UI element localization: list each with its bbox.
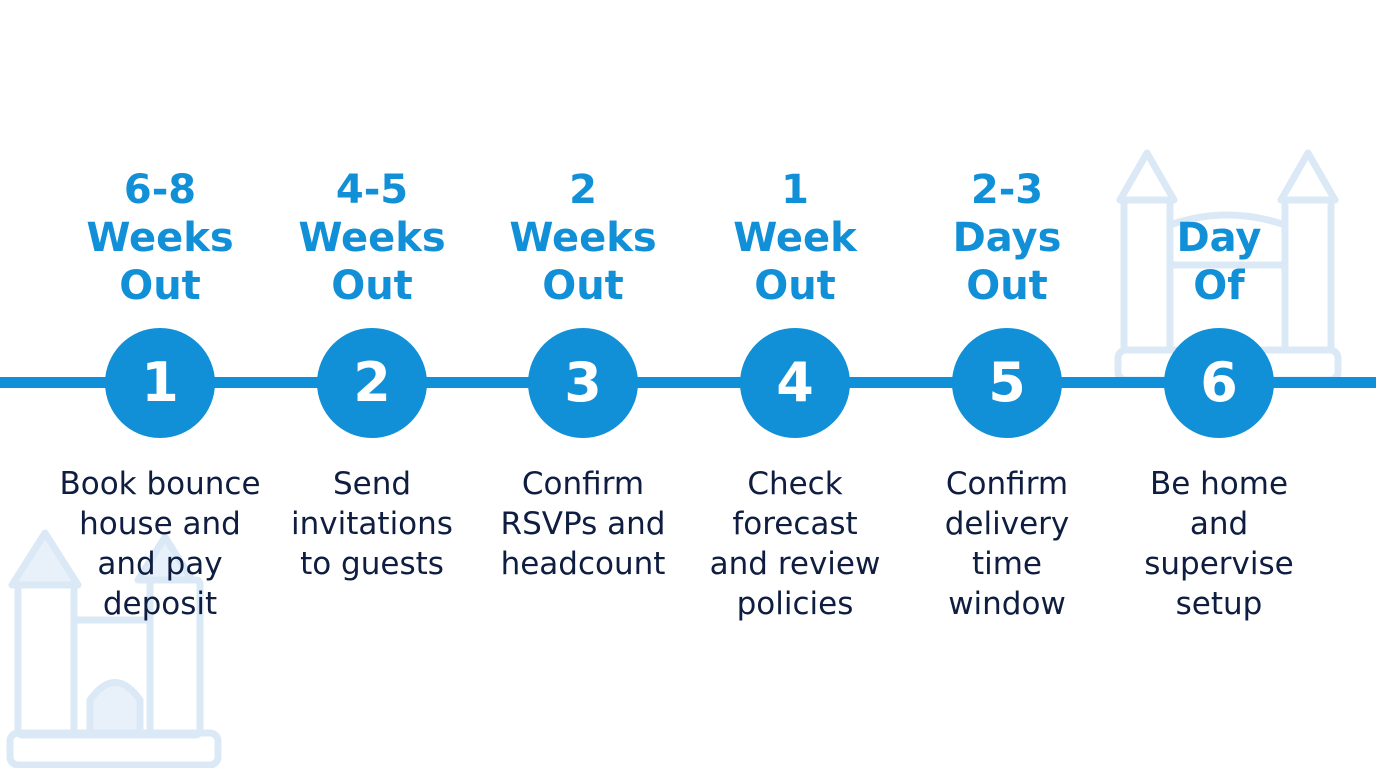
step-description: Be home and supervise setup (1144, 466, 1294, 622)
timeline-step-5: 2-3 Days Out 5 Confirm delivery time win… (897, 0, 1117, 768)
timeline-step-2: 4-5 Weeks Out 2 Send invitations to gues… (262, 0, 482, 768)
step-number-badge: 3 (528, 328, 638, 438)
timeline-step-3: 2 Weeks Out 3 Confirm RSVPs and headcoun… (473, 0, 693, 768)
step-number-badge: 2 (317, 328, 427, 438)
step-description: Book bounce house and and pay deposit (59, 466, 261, 622)
bounce-castle-icon (6, 529, 222, 768)
step-time-label: Day Of (1176, 215, 1262, 309)
timeline-step-4: 1 Week Out 4 Check forecast and review p… (685, 0, 905, 768)
step-description: Confirm delivery time window (944, 466, 1070, 622)
step-description: Confirm RSVPs and headcount (500, 466, 666, 582)
step-time-label: 4-5 Weeks Out (298, 167, 446, 309)
timeline-step-1: 6-8 Weeks Out 1 Book bounce house and an… (50, 0, 270, 768)
step-number-badge: 4 (740, 328, 850, 438)
step-description: Send invitations to guests (291, 466, 453, 582)
step-time-label: 2 Weeks Out (509, 167, 657, 309)
step-time-label: 2-3 Days Out (952, 167, 1062, 309)
step-time-label: 1 Week Out (733, 167, 857, 309)
bounce-castle-icon (1114, 149, 1342, 384)
step-number-badge: 1 (105, 328, 215, 438)
timeline-step-6: Day Of 6 Be home and supervise setup (1109, 0, 1329, 768)
step-description: Check forecast and review policies (709, 466, 881, 622)
step-number-badge: 5 (952, 328, 1062, 438)
timeline-line (0, 377, 1376, 388)
step-time-label: 6-8 Weeks Out (86, 167, 234, 309)
step-number-badge: 6 (1164, 328, 1274, 438)
